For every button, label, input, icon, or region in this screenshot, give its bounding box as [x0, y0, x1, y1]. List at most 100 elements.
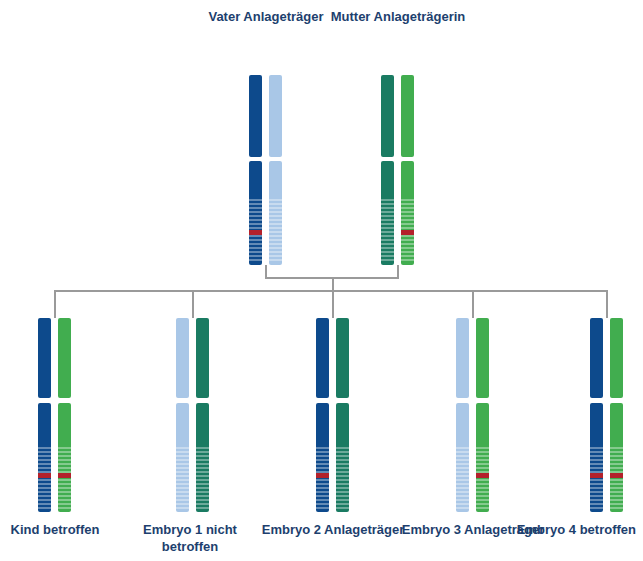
gene-stripe — [38, 467, 51, 468]
gene-stripe — [610, 487, 623, 488]
gene-stripe — [38, 463, 51, 464]
gene-stripe — [610, 507, 623, 508]
gene-stripe — [456, 503, 469, 504]
chromosome — [476, 318, 489, 512]
gene-stripe — [38, 491, 51, 492]
gene-stripe — [590, 487, 603, 488]
gene-stripe — [401, 215, 414, 216]
inheritance-line — [333, 265, 607, 318]
gene-stripe — [269, 231, 282, 232]
offspring-node: Embryo 1 nicht betroffen — [115, 318, 271, 555]
gene-stripe — [316, 467, 329, 468]
gene-stripe — [381, 259, 394, 260]
gene-stripe — [590, 455, 603, 456]
gene-stripe — [590, 507, 603, 508]
gene-stripe — [58, 459, 71, 460]
gene-stripe — [38, 503, 51, 504]
gene-stripe — [249, 207, 262, 208]
chromosome-arm — [249, 75, 262, 157]
gene-stripe — [456, 471, 469, 472]
gene-stripe — [401, 243, 414, 244]
gene-stripe — [269, 199, 282, 200]
chromosome — [316, 318, 329, 512]
gene-stripe — [58, 447, 71, 448]
gene-stripe — [196, 479, 209, 480]
gene-stripe — [381, 207, 394, 208]
gene-stripe — [249, 199, 262, 200]
gene-stripe — [456, 451, 469, 452]
gene-stripe — [610, 471, 623, 472]
gene-stripe — [456, 487, 469, 488]
gene-stripe — [590, 495, 603, 496]
chromosome — [249, 75, 262, 265]
chromosome — [456, 318, 469, 512]
gene-stripe — [176, 483, 189, 484]
gene-stripe — [58, 491, 71, 492]
gene-stripe — [269, 255, 282, 256]
gene-stripe — [336, 467, 349, 468]
gene-stripe — [381, 219, 394, 220]
gene-stripe — [401, 255, 414, 256]
gene-stripe — [336, 499, 349, 500]
chromosome-arm — [176, 318, 189, 398]
gene-stripe — [196, 463, 209, 464]
gene-stripe — [610, 483, 623, 484]
gene-stripe — [610, 447, 623, 448]
chromosome-arm — [336, 403, 349, 512]
parent-node: Vater Anlageträger — [205, 8, 326, 265]
chromosome-arm — [316, 318, 329, 398]
gene-stripe — [176, 451, 189, 452]
gene-stripe — [456, 455, 469, 456]
chromosome-arm — [590, 318, 603, 398]
chromosome-arm — [269, 75, 282, 157]
gene-stripe — [38, 455, 51, 456]
gene-stripe — [476, 483, 489, 484]
gene-stripe — [316, 499, 329, 500]
gene-stripe — [316, 507, 329, 508]
gene-stripe — [590, 479, 603, 480]
gene-stripe — [381, 227, 394, 228]
gene-stripe — [196, 447, 209, 448]
offspring-node: Embryo 3 Anlageträger — [399, 318, 548, 538]
gene-stripe — [269, 243, 282, 244]
gene-stripe — [249, 203, 262, 204]
gene-stripe — [401, 211, 414, 212]
chromosome-arm — [401, 75, 414, 157]
gene-stripe — [316, 483, 329, 484]
gene-stripe — [269, 215, 282, 216]
gene-stripe — [456, 483, 469, 484]
gene-stripe — [269, 219, 282, 220]
gene-stripe — [38, 495, 51, 496]
gene-stripe — [381, 235, 394, 236]
gene-stripe — [610, 479, 623, 480]
gene-stripe — [336, 495, 349, 496]
gene-stripe — [336, 471, 349, 472]
gene-stripe — [196, 495, 209, 496]
gene-stripe — [196, 459, 209, 460]
gene-stripe — [58, 479, 71, 480]
gene-stripe — [336, 487, 349, 488]
gene-stripe — [249, 251, 262, 252]
gene-stripe — [269, 227, 282, 228]
gene-stripe — [476, 495, 489, 496]
gene-stripe — [176, 499, 189, 500]
gene-stripe — [456, 499, 469, 500]
gene-stripe — [58, 455, 71, 456]
offspring-node: Kind betroffen — [8, 318, 103, 538]
chromosome-pair — [456, 318, 490, 512]
gene-stripe — [316, 503, 329, 504]
mutation-band — [590, 473, 603, 478]
chromosome-arm — [58, 318, 71, 398]
gene-stripe — [38, 483, 51, 484]
chromosome — [381, 75, 394, 265]
chromosome-pair — [590, 318, 624, 512]
chromosome-arm — [196, 318, 209, 398]
gene-stripe — [58, 503, 71, 504]
gene-stripe — [456, 463, 469, 464]
gene-stripe — [401, 251, 414, 252]
chromosome-pair — [249, 75, 283, 265]
gene-stripe — [316, 451, 329, 452]
gene-stripe — [269, 239, 282, 240]
gene-stripe — [176, 471, 189, 472]
gene-stripe — [336, 455, 349, 456]
